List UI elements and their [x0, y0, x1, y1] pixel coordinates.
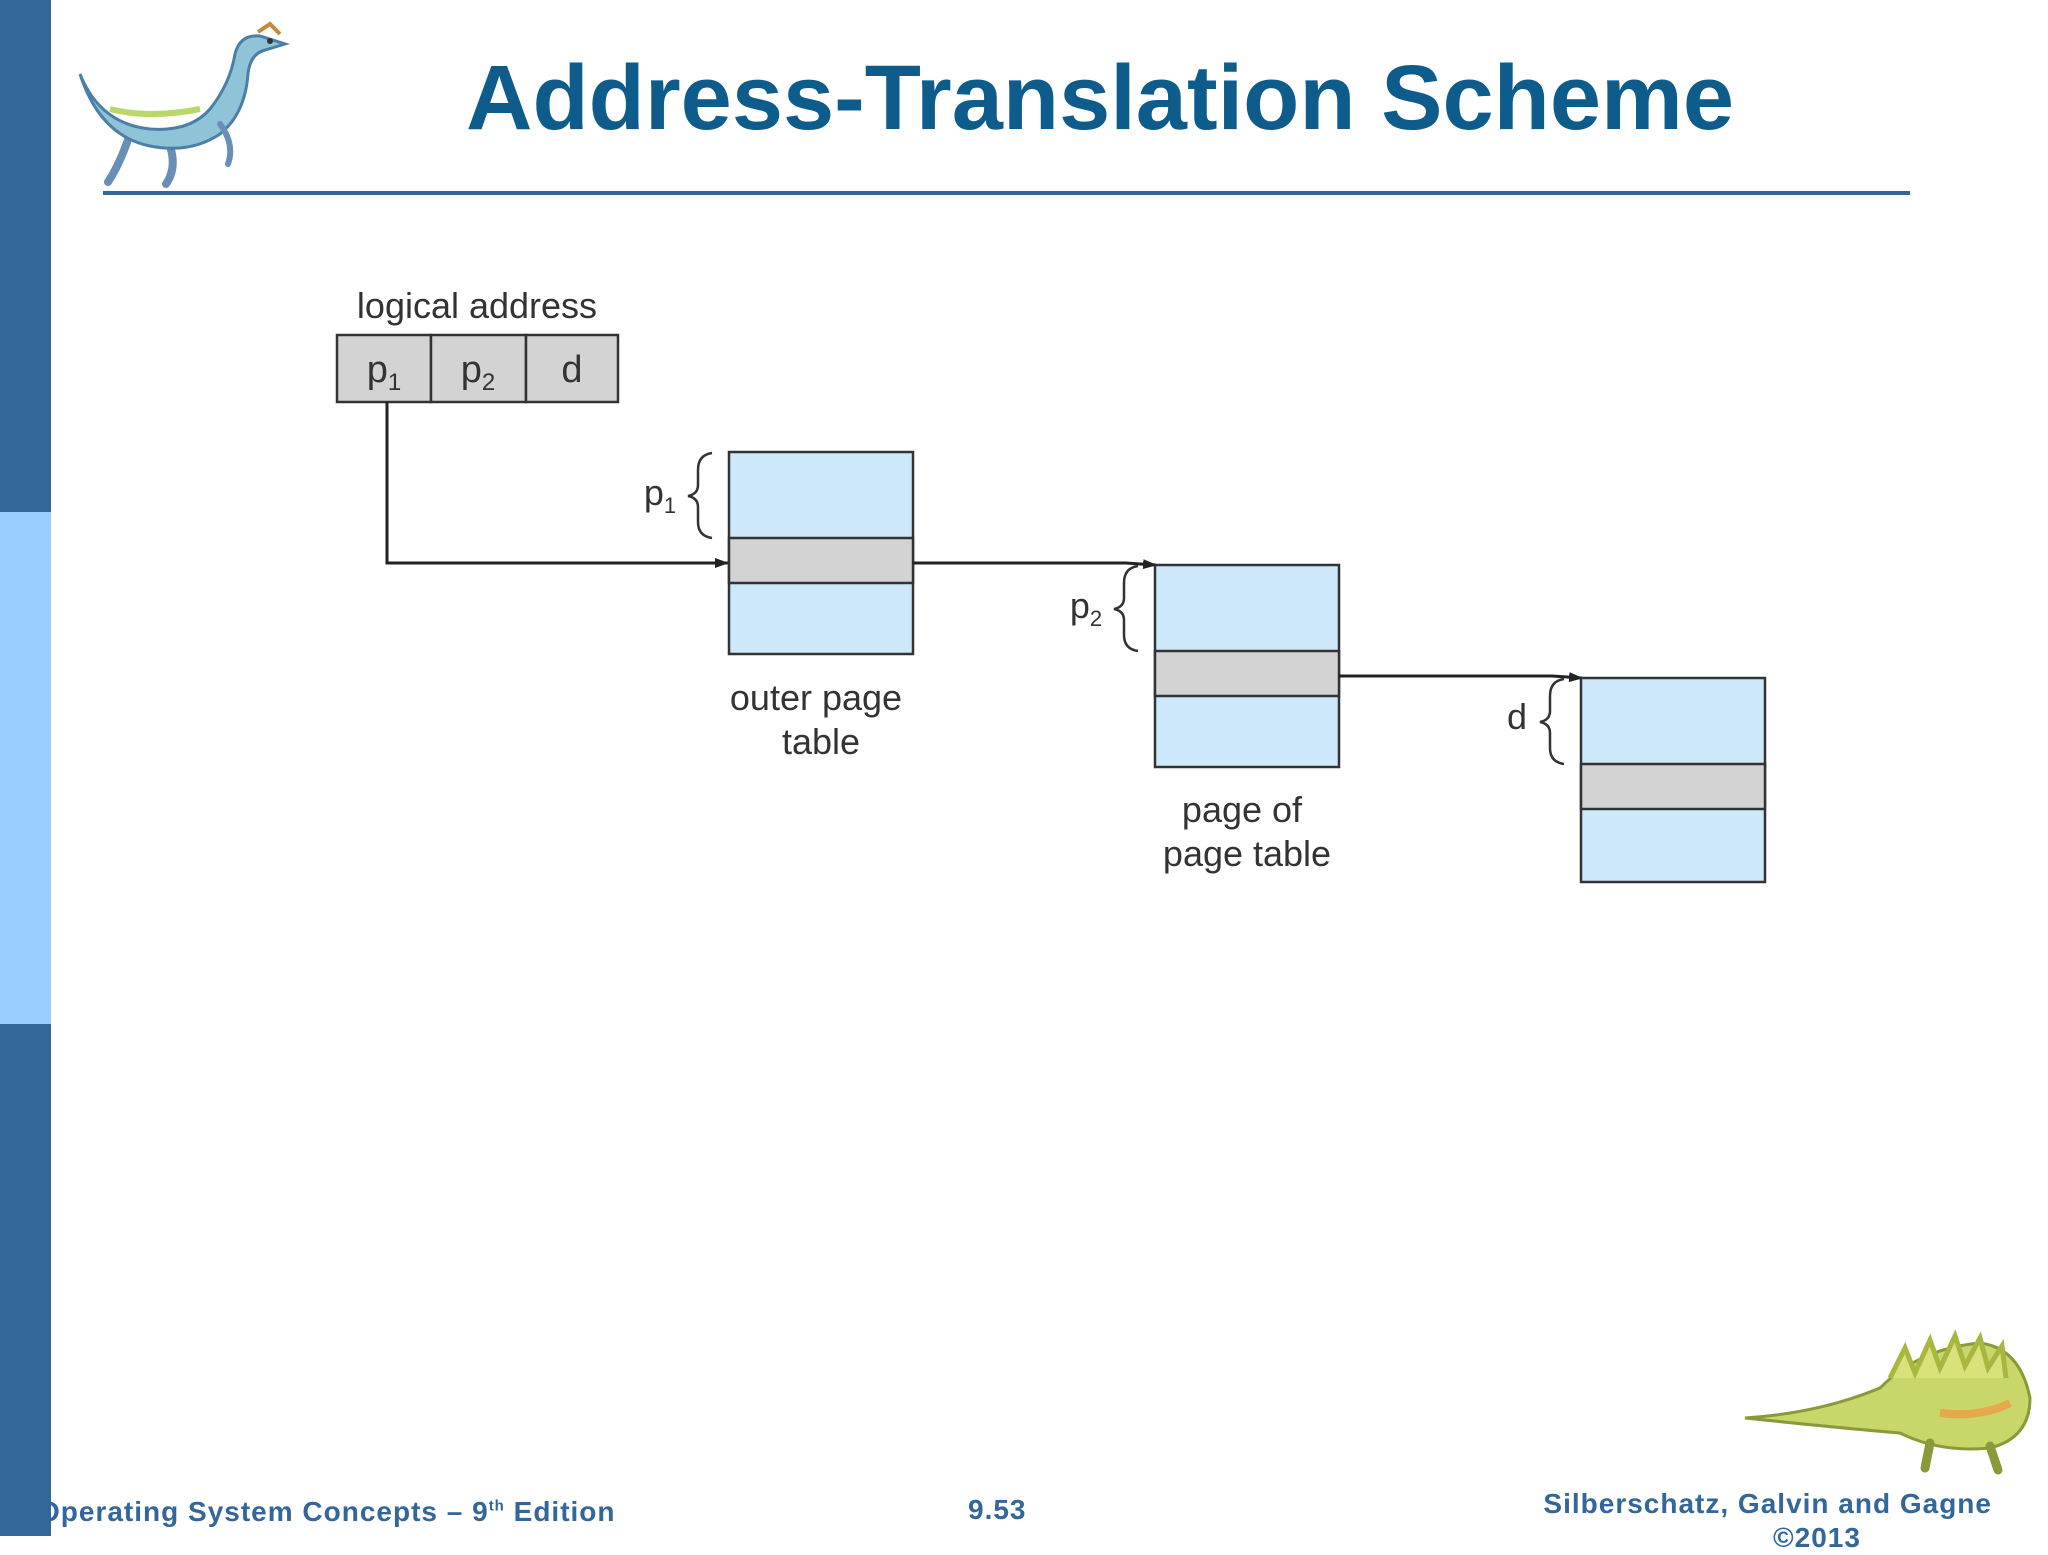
brace-p2-label: p2 [1070, 585, 1102, 631]
footer-authors: Silberschatz, Galvin and Gagne ©2013 [1522, 1487, 1992, 1555]
slide-title: Address-Translation Scheme [466, 47, 1734, 149]
outer-page-table [727, 450, 915, 656]
dinosaur-logo-icon [78, 21, 291, 188]
outer-table-entry [727, 536, 915, 585]
brace-p1 [687, 451, 713, 540]
field-d-box [524, 333, 620, 404]
field-p1-label: p1 [367, 349, 402, 396]
arrow-page-table-to-frame [1339, 672, 1583, 683]
field-p2-label: p2 [461, 349, 496, 396]
sidebar-dark-top [0, 0, 51, 512]
brace-p1-label: p1 [644, 472, 676, 518]
footer-page-number: 9.53 [968, 1494, 1027, 1525]
logical-address-register: p1 p2 d [335, 333, 620, 404]
footer-authors-line1: Silberschatz, Galvin and Gagne [1543, 1488, 1992, 1519]
brace-p2 [1113, 564, 1139, 653]
brace-d-label: d [1507, 696, 1527, 737]
physical-page-entry [1579, 762, 1767, 811]
outer-page-table-label: outer page table [730, 677, 912, 762]
arrow-outer-to-page-table [913, 559, 1157, 570]
footer-authors-line2: ©2013 [1773, 1522, 1861, 1553]
brace-d [1539, 677, 1565, 766]
sidebar-light-middle [0, 512, 51, 1024]
footer-course-title: Operating System Concepts – 9th Edition [38, 1496, 616, 1527]
page-of-page-table [1153, 563, 1341, 769]
title-divider [103, 191, 1910, 195]
page-table-entry [1153, 649, 1341, 698]
page-of-page-table-label: page of page table [1163, 789, 1331, 874]
field-p1-box [335, 333, 433, 404]
physical-memory-page [1579, 676, 1767, 884]
field-d-label: d [561, 349, 582, 391]
logical-address-label: logical address [357, 285, 597, 326]
sidebar-dark-bottom [0, 1024, 51, 1536]
arrow-p1-to-outer-table [385, 402, 729, 568]
field-p2-box [429, 333, 528, 404]
stegosaurus-logo-icon [1744, 1329, 2032, 1475]
